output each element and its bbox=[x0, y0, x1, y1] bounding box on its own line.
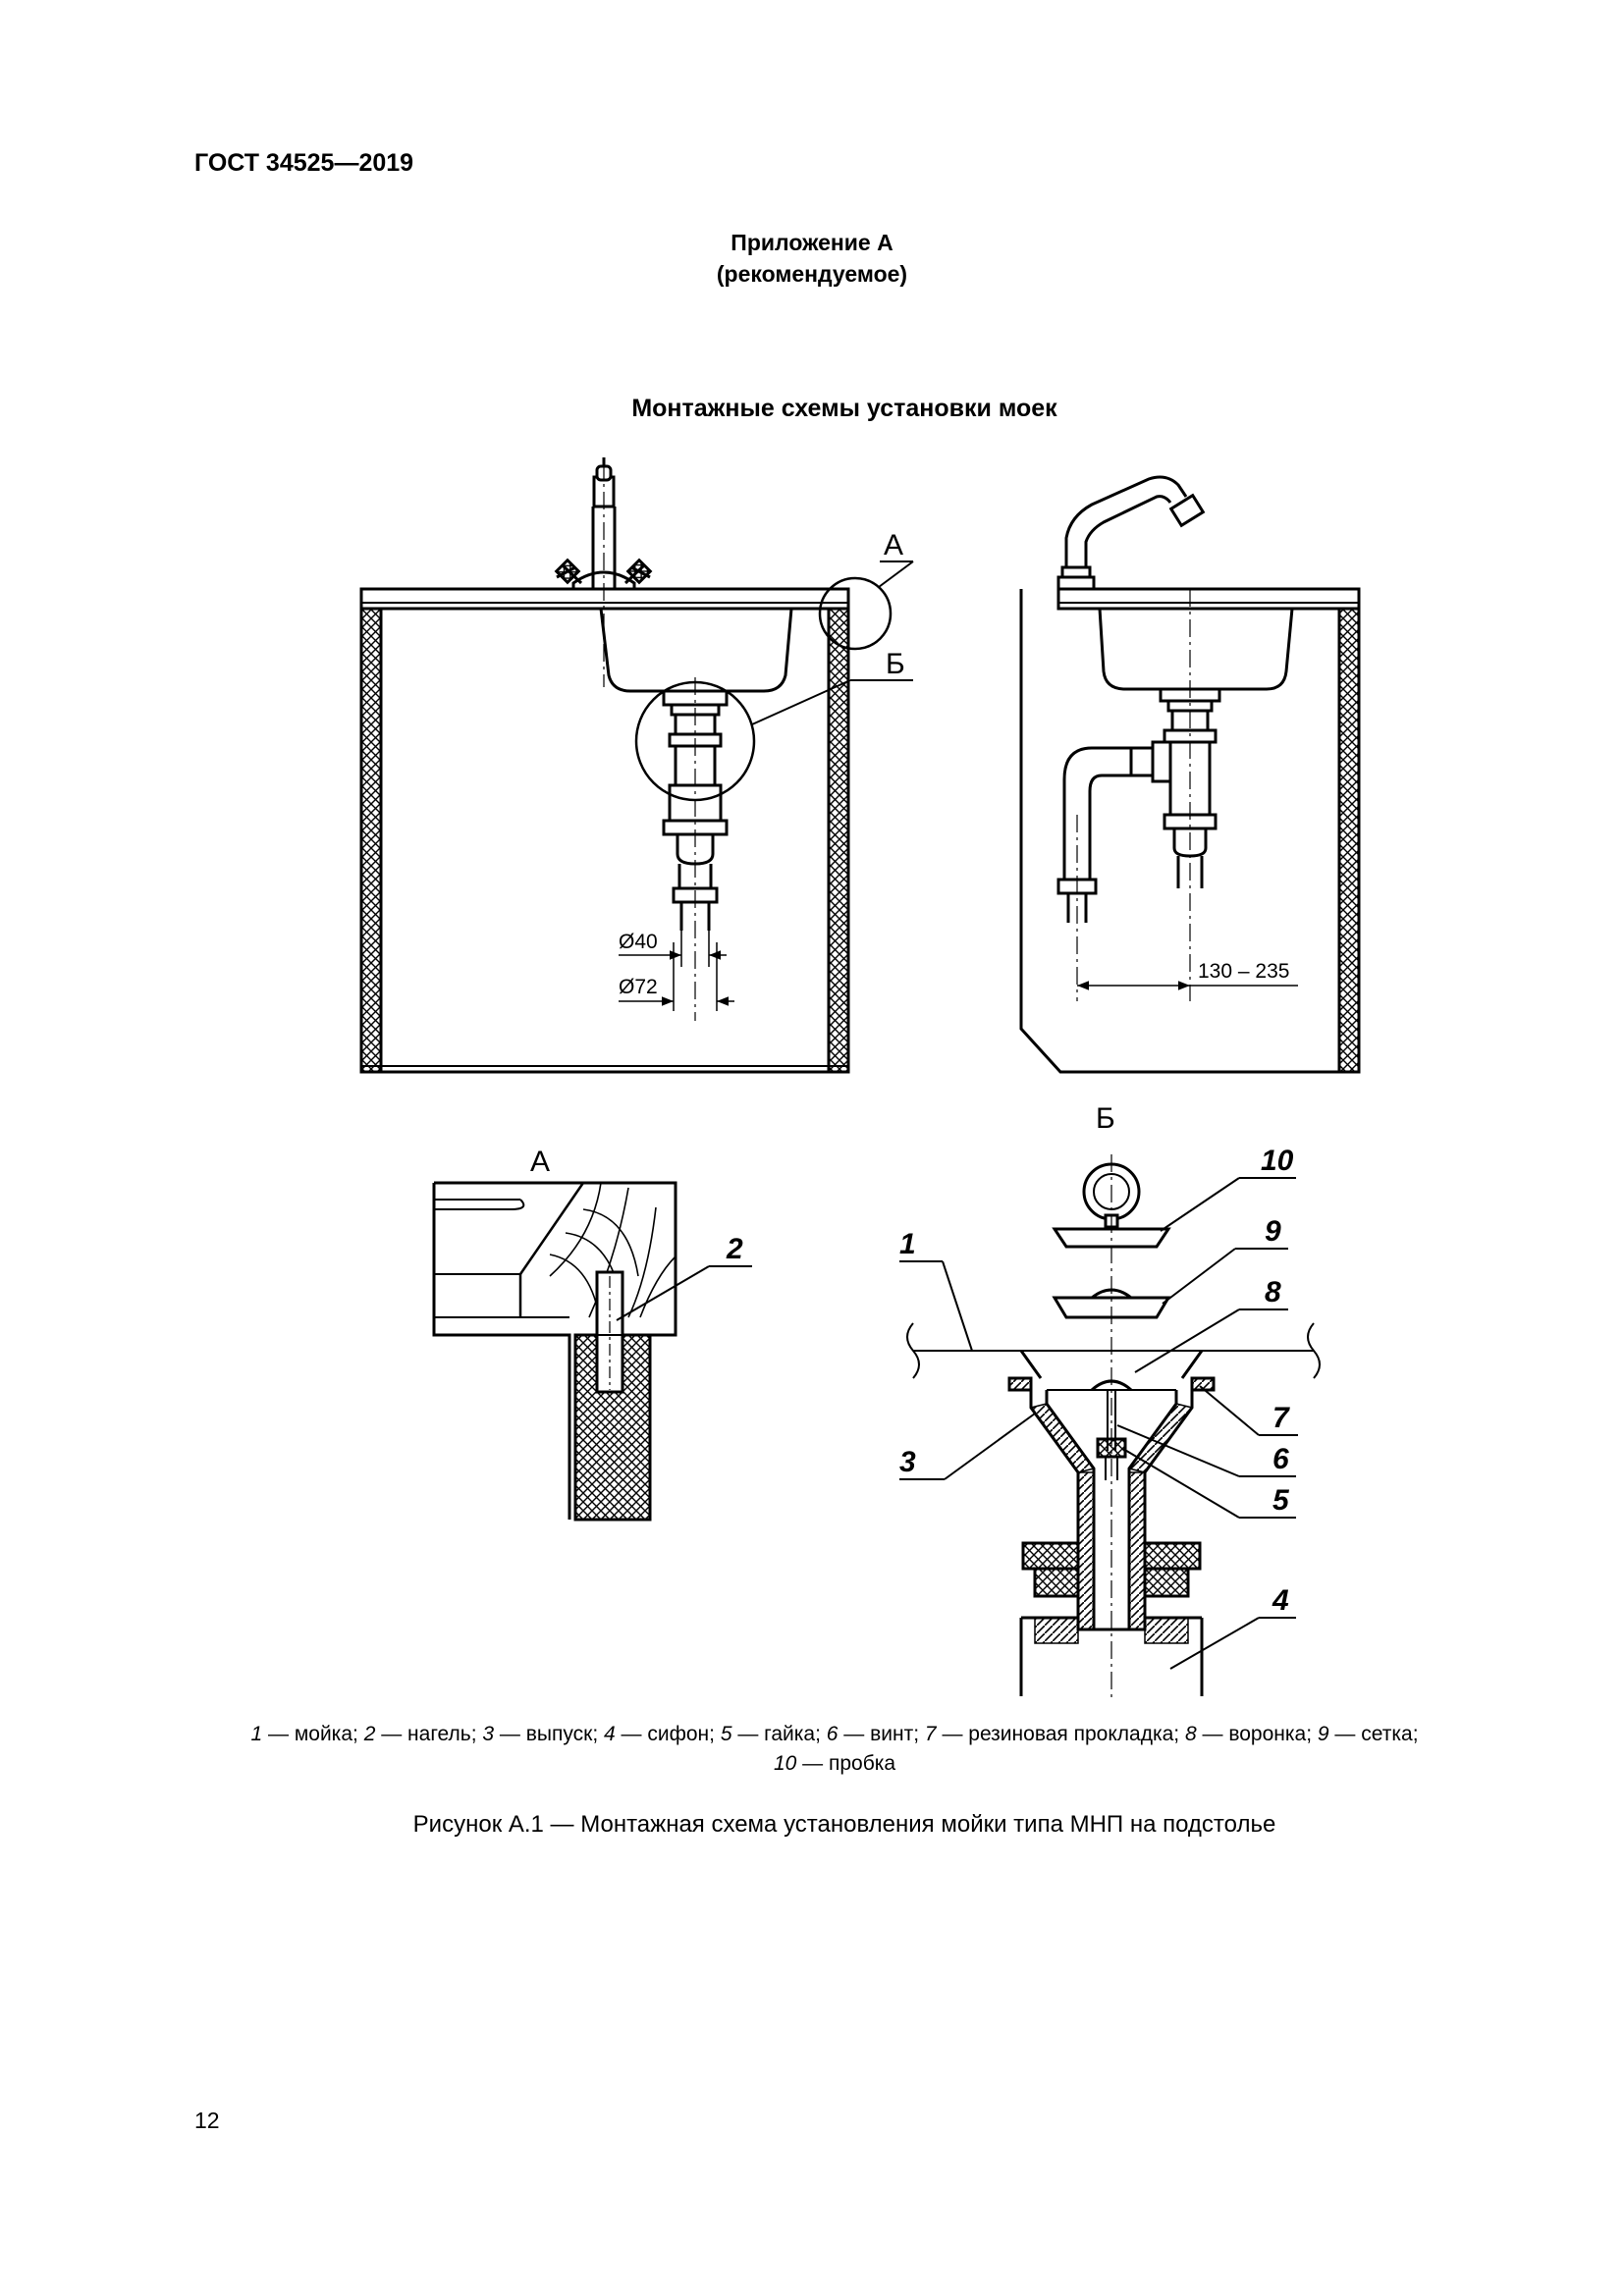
dimension-d72: Ø72 bbox=[619, 976, 658, 998]
legend-item: 10 — пробка bbox=[773, 1752, 896, 1775]
page-number: 12 bbox=[194, 2108, 220, 2133]
detail-b-title: Б bbox=[1096, 1102, 1115, 1135]
part-7-label: 7 bbox=[1272, 1402, 1290, 1434]
legend-item: 9 — сетка; bbox=[1317, 1723, 1419, 1745]
callout-b-label: Б bbox=[886, 648, 905, 680]
part-5-label: 5 bbox=[1272, 1484, 1290, 1517]
legend-item: 2 — нагель; bbox=[363, 1723, 483, 1745]
dimension-d40: Ø40 bbox=[619, 931, 658, 953]
legend-item: 8 — воронка; bbox=[1184, 1723, 1318, 1745]
annex-title: Приложение А bbox=[731, 230, 893, 255]
legend-item: 5 — гайка; bbox=[720, 1723, 827, 1745]
legend-item: 3 — выпуск; bbox=[482, 1723, 604, 1745]
figure-caption: Рисунок А.1 — Монтажная схема установлен… bbox=[412, 1811, 1276, 1838]
side-view bbox=[1019, 475, 1361, 1074]
part-1-label: 1 bbox=[899, 1228, 916, 1260]
annex-subtitle: (рекомендуемое) bbox=[716, 261, 908, 287]
part-2-label: 2 bbox=[726, 1233, 743, 1265]
part-4-label: 4 bbox=[1272, 1584, 1289, 1617]
part-6-label: 6 bbox=[1272, 1443, 1289, 1475]
callout-a-label: А bbox=[884, 529, 903, 561]
part-8-label: 8 bbox=[1265, 1276, 1281, 1308]
part-3-label: 3 bbox=[899, 1446, 916, 1478]
detail-b bbox=[899, 1154, 1321, 1698]
part-9-label: 9 bbox=[1265, 1215, 1281, 1248]
legend-item: 4 — сифон; bbox=[603, 1723, 721, 1745]
annex-heading: Приложение А (рекомендуемое) bbox=[0, 227, 1624, 290]
section-title: Монтажные схемы установки моек bbox=[631, 395, 1057, 422]
detail-a-title: А bbox=[530, 1146, 550, 1178]
standard-header: ГОСТ 34525—2019 bbox=[194, 149, 414, 177]
legend-item: 1 — мойка; bbox=[250, 1723, 364, 1745]
detail-a bbox=[432, 1181, 752, 1522]
parts-legend: 1 — мойка; 2 — нагель; 3 — выпуск; 4 — с… bbox=[196, 1720, 1473, 1779]
legend-item: 6 — винт; bbox=[826, 1723, 925, 1745]
part-10-label: 10 bbox=[1261, 1145, 1294, 1177]
legend-item: 7 — резиновая прокладка; bbox=[924, 1723, 1185, 1745]
front-view bbox=[359, 457, 914, 1074]
dimension-range: 130 – 235 bbox=[1198, 960, 1289, 983]
